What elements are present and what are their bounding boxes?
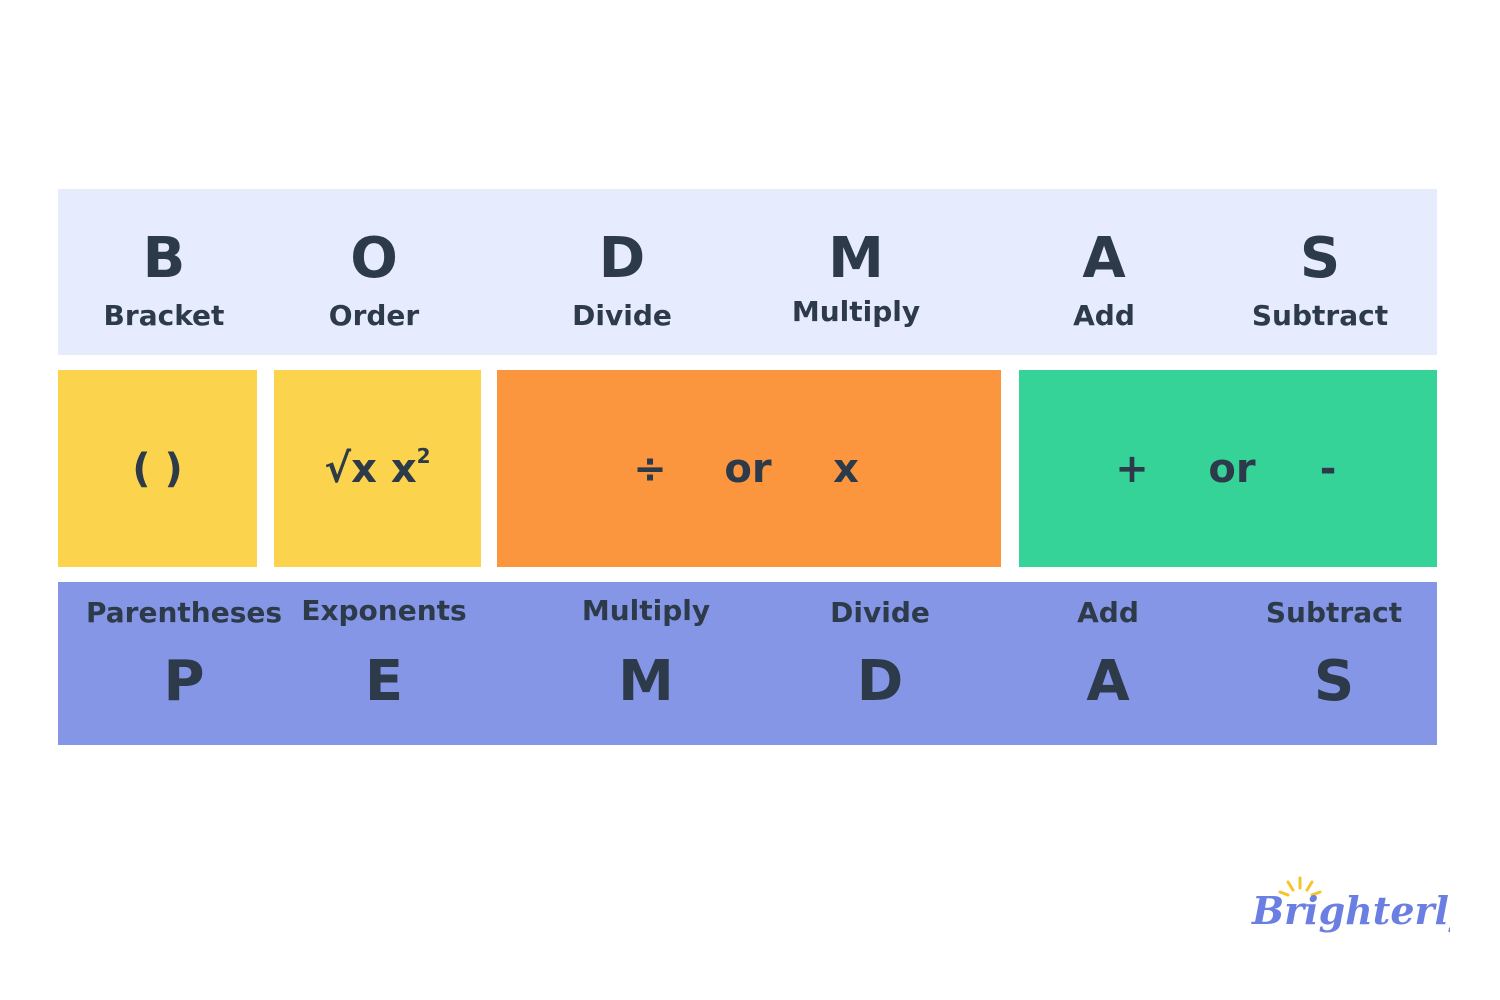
bodmas-word: Divide <box>572 299 672 332</box>
bodmas-letter: M <box>828 226 884 291</box>
pemdas-col-s: Subtract S <box>1214 582 1454 710</box>
minus-symbol: - <box>1319 445 1337 492</box>
pemdas-letter: A <box>1086 649 1130 714</box>
pemdas-word: Add <box>1077 596 1139 629</box>
or-text: or <box>1208 445 1256 492</box>
add-subtract-box: + or - <box>1019 370 1437 567</box>
divide-symbol: ÷ <box>633 445 667 492</box>
brand-name: Brighterly <box>1251 888 1450 933</box>
sun-icon <box>1278 876 1322 897</box>
bodmas-col-s: S Subtract <box>1200 189 1440 331</box>
pemdas-letter: M <box>618 649 674 714</box>
bodmas-col-m: M Multiply <box>736 189 976 327</box>
orders-symbol: √x x2 <box>324 444 431 492</box>
pemdas-col-a: Add A <box>988 582 1228 710</box>
bodmas-col-o: O Order <box>254 189 494 331</box>
divide-multiply-box: ÷ or x <box>497 370 1001 567</box>
bodmas-letter: O <box>350 226 398 291</box>
bodmas-col-d: D Divide <box>502 189 742 331</box>
bodmas-band: B Bracket O Order D Divide M Multiply A … <box>58 189 1437 355</box>
pemdas-col-m: Multiply M <box>526 582 766 710</box>
brighterly-logo: Brighterly <box>1251 876 1450 933</box>
plus-symbol: + <box>1115 445 1149 492</box>
pemdas-col-d: Divide D <box>760 582 1000 710</box>
brackets-symbol: ( ) <box>132 445 183 492</box>
or-text: or <box>724 445 772 492</box>
pemdas-word: Exponents <box>301 594 467 627</box>
orders-box: √x x2 <box>274 370 481 567</box>
pemdas-col-p: Parentheses P <box>64 582 304 710</box>
pemdas-word: Parentheses <box>85 596 283 629</box>
bodmas-word: Multiply <box>791 295 921 328</box>
pemdas-word: Multiply <box>581 594 711 627</box>
bodmas-letter: A <box>1082 226 1126 291</box>
pemdas-letter: E <box>364 649 404 714</box>
pemdas-band: Parentheses P Exponents E Multiply M Div… <box>58 582 1437 745</box>
pemdas-letter: P <box>163 649 205 714</box>
brackets-box: ( ) <box>58 370 257 567</box>
pemdas-col-e: Exponents E <box>264 582 504 710</box>
multiply-symbol: x <box>833 445 859 492</box>
pemdas-word: Subtract <box>1265 596 1403 629</box>
bodmas-word: Add <box>1073 299 1135 332</box>
power-exponent: 2 <box>416 444 431 469</box>
bodmas-word: Order <box>328 299 420 332</box>
power-base: x <box>390 445 417 492</box>
pemdas-word: Divide <box>830 596 930 629</box>
bodmas-word: Subtract <box>1251 299 1389 332</box>
bodmas-col-b: B Bracket <box>44 189 284 331</box>
bodmas-col-a: A Add <box>984 189 1224 331</box>
root-symbol: √x <box>324 445 377 492</box>
bodmas-letter: S <box>1299 226 1341 291</box>
bodmas-letter: D <box>598 226 646 291</box>
pemdas-letter: D <box>856 649 904 714</box>
pemdas-letter: S <box>1313 649 1355 714</box>
bodmas-word: Bracket <box>103 299 225 332</box>
bodmas-letter: B <box>142 226 186 291</box>
